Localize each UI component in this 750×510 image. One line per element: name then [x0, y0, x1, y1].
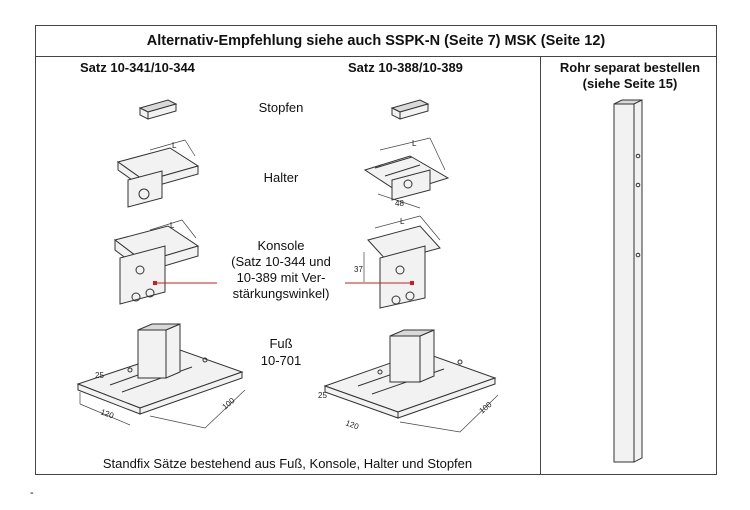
dim-25-mid: 25: [318, 391, 327, 400]
dim-l-konsole-mid: L: [400, 217, 405, 226]
label-konsole-line2: (Satz 10-344 und: [231, 254, 331, 269]
dim-l-halter-left: L: [172, 141, 177, 150]
rohr-tube-drawing: [613, 99, 643, 463]
label-fuss-number: 10-701: [260, 353, 302, 368]
halter-left-drawing: L: [116, 139, 200, 208]
label-halter: Halter: [263, 170, 299, 185]
konsole-left-drawing: L: [113, 219, 200, 305]
right-column-title-2: (siehe Seite 15): [582, 76, 678, 91]
header-title: Alternativ-Empfehlung siehe auch SSPK-N …: [36, 26, 716, 57]
label-konsole: Konsole: [257, 238, 305, 253]
label-fuss: Fuß: [269, 336, 293, 351]
dim-l-konsole-left: L: [170, 221, 175, 230]
dim-25-left: 25: [95, 371, 104, 380]
dim-100-mid: 100: [478, 400, 494, 416]
leader-dot-left: [153, 281, 157, 285]
left-column-title: Satz 10-341/10-344: [80, 60, 195, 75]
dim-48: 48: [395, 199, 404, 208]
dim-100-left: 100: [221, 396, 237, 412]
leader-dot-right: [410, 281, 414, 285]
right-column-title-1: Rohr separat bestellen: [559, 60, 701, 75]
label-stopfen: Stopfen: [258, 100, 304, 115]
dim-37: 37: [354, 265, 363, 274]
product-sheet-frame: Alternativ-Empfehlung siehe auch SSPK-N …: [35, 25, 717, 475]
fuss-left-drawing: 25 120 100: [76, 323, 246, 429]
konsole-mid-drawing: L 37: [354, 215, 441, 309]
dim-l-halter-mid: L: [412, 139, 417, 148]
stray-dash: -: [30, 487, 34, 499]
mid-column-title: Satz 10-388/10-389: [348, 60, 463, 75]
stopfen-mid-drawing: [390, 99, 430, 120]
stopfen-left-drawing: [138, 99, 178, 120]
footer-note: Standfix Sätze bestehend aus Fuß, Konsol…: [102, 456, 473, 471]
fuss-mid-drawing: 25 120 100: [318, 329, 499, 433]
dim-120-mid: 120: [344, 418, 360, 431]
label-konsole-line3: 10-389 mit Ver-: [236, 270, 326, 285]
column-divider: [540, 56, 541, 474]
halter-mid-drawing: L 48: [363, 137, 450, 209]
dim-120-left: 120: [99, 407, 115, 420]
label-konsole-line4: stärkungswinkel): [232, 286, 330, 301]
